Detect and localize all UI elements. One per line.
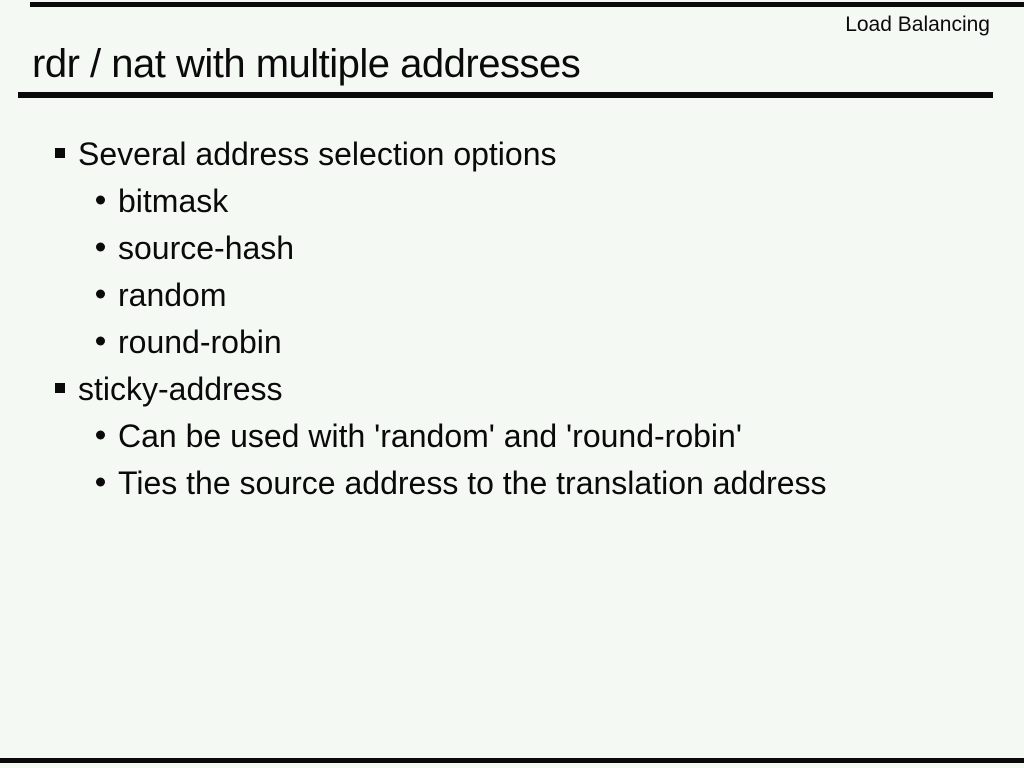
list-item: Several address selection options xyxy=(0,131,1024,178)
list-item: source-hash xyxy=(0,225,1024,272)
slide-title: rdr / nat with multiple addresses xyxy=(32,42,581,86)
list-item: round-robin xyxy=(0,319,1024,366)
bullet-dot-icon xyxy=(96,242,105,251)
top-border-rule xyxy=(30,2,1024,7)
list-item: random xyxy=(0,272,1024,319)
bullet-dot-icon xyxy=(96,289,105,298)
list-item: bitmask xyxy=(0,178,1024,225)
list-item: Ties the source address to the translati… xyxy=(0,460,1024,507)
list-item: Can be used with 'random' and 'round-rob… xyxy=(0,413,1024,460)
list-item-text: sticky-address xyxy=(78,371,283,407)
bullet-dot-icon xyxy=(96,336,105,345)
list-item-text: random xyxy=(118,277,227,313)
bullet-dot-icon xyxy=(96,430,105,439)
title-underline-rule xyxy=(18,92,993,98)
list-item: sticky-address xyxy=(0,366,1024,413)
list-item-text: Ties the source address to the translati… xyxy=(118,465,827,501)
bottom-border-rule xyxy=(0,758,1024,763)
list-item-text: Can be used with 'random' and 'round-rob… xyxy=(118,418,742,454)
list-item-text: bitmask xyxy=(118,183,229,219)
list-item-text: source-hash xyxy=(118,230,295,266)
list-item-text: Several address selection options xyxy=(78,136,557,172)
bullet-dot-icon xyxy=(96,195,105,204)
bullet-dot-icon xyxy=(96,477,105,486)
list-item-text: round-robin xyxy=(118,324,282,360)
bullet-list: Several address selection options bitmas… xyxy=(0,131,1024,507)
bullet-square-icon xyxy=(55,382,65,393)
slide-category-label: Load Balancing xyxy=(845,13,990,36)
bullet-square-icon xyxy=(55,147,65,158)
